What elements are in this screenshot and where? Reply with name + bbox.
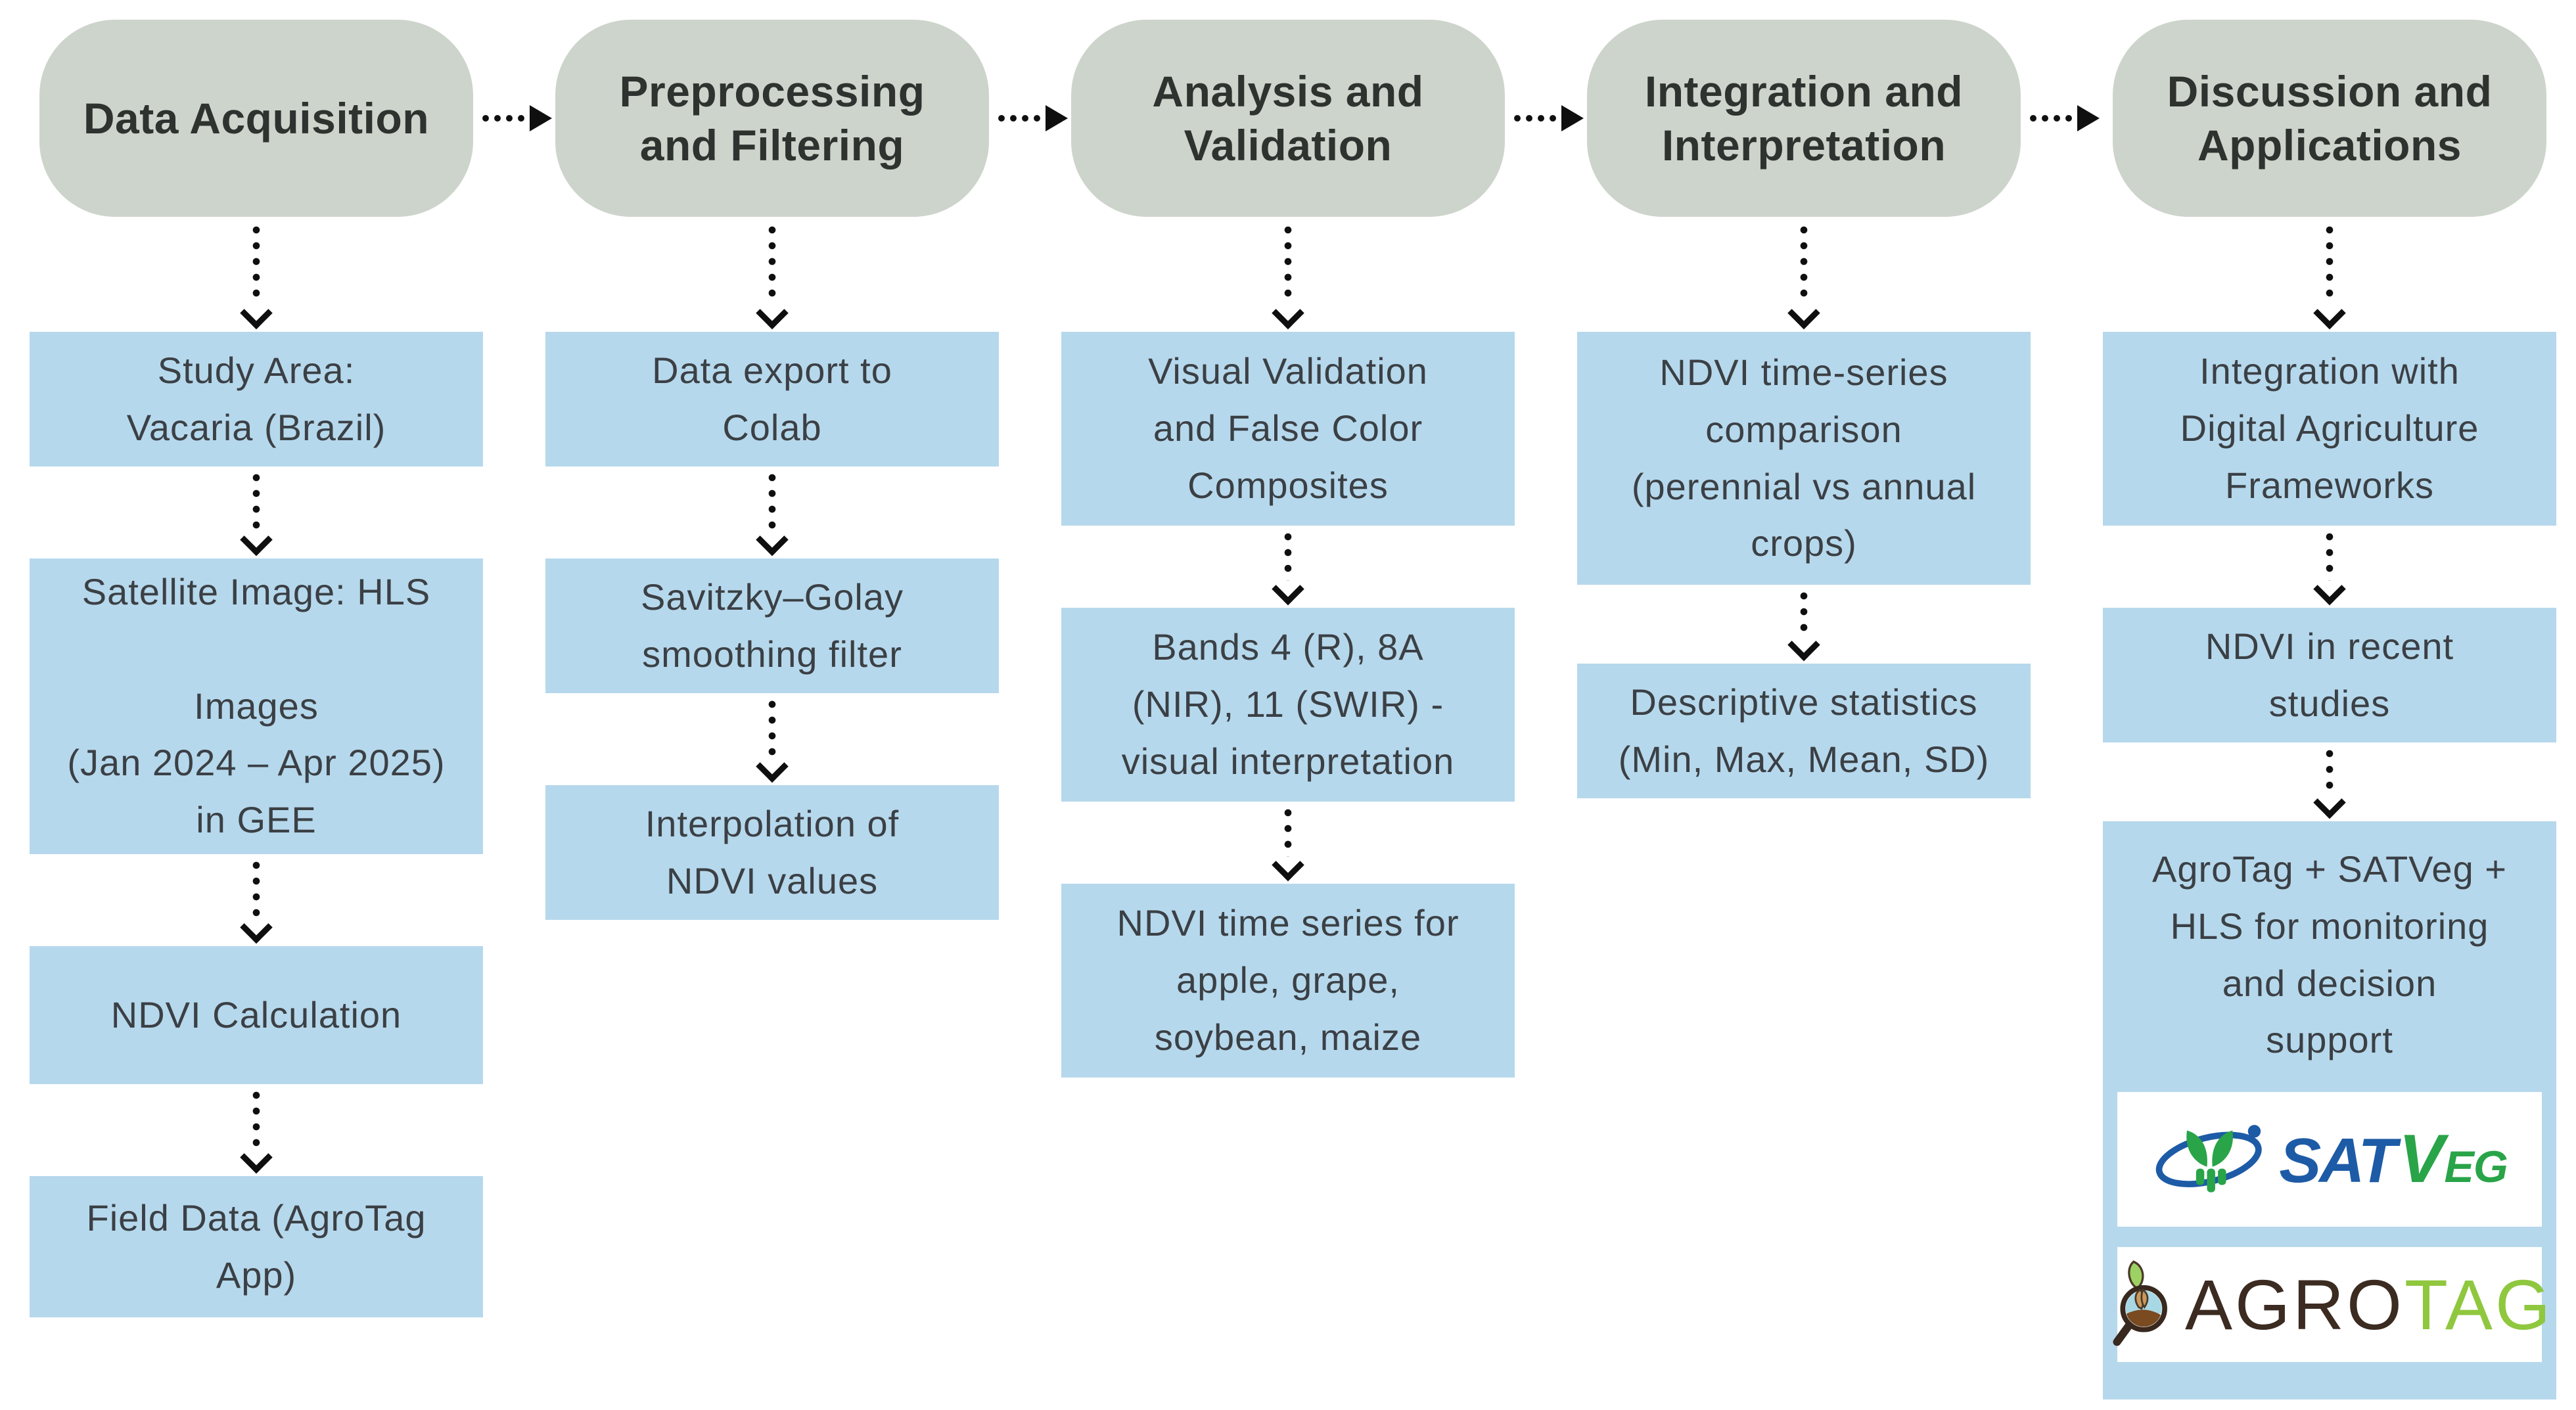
flow-arrow-down-icon: [2313, 529, 2346, 606]
flow-box-ndvi-time-series: NDVI time series for apple, grape, soybe…: [1061, 884, 1515, 1078]
flow-box-data-export: Data export to Colab: [545, 332, 999, 466]
stage-header-analysis-validation: Analysis and Validation: [1071, 20, 1505, 217]
satveg-plant-orbit-icon: [2151, 1112, 2270, 1207]
flow-arrow-down-icon: [2313, 746, 2346, 819]
stage-header-preprocessing-filtering: Preprocessing and Filtering: [555, 20, 989, 217]
flow-arrow-right-icon: [1511, 104, 1584, 133]
flow-arrow-down-icon: [240, 470, 273, 557]
stage-header-integration-interpretation: Integration and Interpretation: [1587, 20, 2021, 217]
satveg-v-text: V: [2399, 1121, 2445, 1197]
agrotag-magnifier-seedling-icon: [2106, 1257, 2178, 1352]
flow-arrow-down-icon: [1272, 529, 1304, 606]
flow-box-satellite-image: Satellite Image: HLS Images (Jan 2024 – …: [30, 558, 483, 854]
flow-box-ndvi-recent-studies: NDVI in recent studies: [2103, 608, 2556, 742]
flow-arrow-down-icon: [756, 222, 789, 330]
flow-arrow-right-icon: [480, 104, 552, 133]
flow-box-ndvi-comparison: NDVI time-series comparison (perennial v…: [1577, 332, 2031, 585]
satveg-wordmark: SAT V EG: [2279, 1120, 2508, 1198]
agrotag-wordmark: AGRO TAG: [2185, 1263, 2553, 1346]
flow-arrow-down-icon: [756, 696, 789, 783]
flow-arrow-down-icon: [240, 1087, 273, 1174]
flow-box-field-data: Field Data (AgroTag App): [30, 1176, 483, 1317]
agrotag-tag-text: TAG: [2404, 1265, 2554, 1344]
stage-header-data-acquisition: Data Acquisition: [39, 20, 473, 217]
flow-box-interpolation: Interpolation of NDVI values: [545, 785, 999, 920]
flow-arrow-down-icon: [756, 470, 789, 557]
flow-arrow-down-icon: [240, 222, 273, 330]
flow-arrow-right-icon: [2027, 104, 2100, 133]
satveg-eg-text: EG: [2444, 1142, 2508, 1192]
flow-box-ndvi-calculation: NDVI Calculation: [30, 946, 483, 1084]
agrotag-agro-text: AGRO: [2184, 1265, 2405, 1344]
flow-box-descriptive-statistics: Descriptive statistics (Min, Max, Mean, …: [1577, 664, 2031, 798]
flow-arrow-down-icon: [2313, 222, 2346, 330]
flow-box-bands: Bands 4 (R), 8A (NIR), 11 (SWIR) - visua…: [1061, 608, 1515, 802]
agrotag-logo: AGRO TAG: [2113, 1247, 2550, 1362]
flow-arrow-down-icon: [1787, 222, 1820, 330]
flow-arrow-down-icon: [1272, 805, 1304, 882]
satveg-logo: SAT V EG: [2117, 1092, 2542, 1227]
flow-arrow-down-icon: [240, 857, 273, 944]
satveg-sat-text: SAT: [2279, 1126, 2397, 1196]
flow-box-digital-agriculture: Integration with Digital Agriculture Fra…: [2103, 332, 2556, 526]
flow-box-study-area: Study Area: Vacaria (Brazil): [30, 332, 483, 466]
stage-header-discussion-applications: Discussion and Applications: [2113, 20, 2546, 217]
flow-arrow-down-icon: [1272, 222, 1304, 330]
flow-box-visual-validation: Visual Validation and False Color Compos…: [1061, 332, 1515, 526]
flow-arrow-right-icon: [996, 104, 1068, 133]
flow-arrow-down-icon: [1787, 588, 1820, 662]
flow-box-savitzky-golay: Savitzky–Golay smoothing filter: [545, 558, 999, 693]
